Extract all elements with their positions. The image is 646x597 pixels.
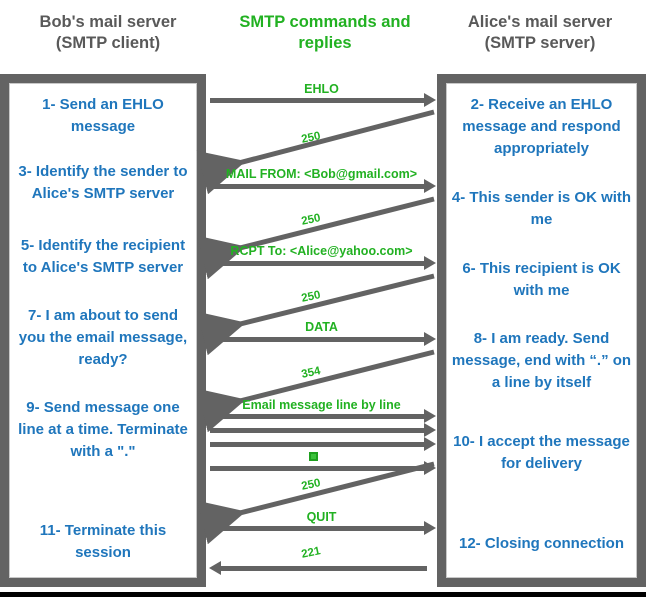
command-arrow-ehlo — [210, 93, 436, 107]
header-middle-line1: SMTP commands and — [239, 13, 411, 31]
server-step-8: 8- I am ready. Send message, end with “.… — [451, 330, 632, 391]
label-email-lines: Email message line by line — [242, 398, 401, 412]
client-steps-panel: 1- Send an EHLO message 3- Identify the … — [0, 74, 206, 587]
label-ehlo: EHLO — [304, 82, 339, 96]
server-steps-panel: 2- Receive an EHLO message and respond a… — [437, 74, 646, 587]
client-step-7: 7- I am about to send you the email mess… — [18, 307, 188, 368]
command-arrow-quit — [210, 521, 436, 535]
label-reply-250-c: 250 — [300, 289, 322, 305]
client-step-1: 1- Send an EHLO message — [42, 96, 164, 135]
server-panel-inner-border — [446, 83, 637, 578]
client-panel-inner-border — [9, 83, 197, 578]
command-arrow-data — [210, 332, 436, 346]
server-step-6: 6- This recipient is OK with me — [462, 260, 621, 299]
label-reply-221: 221 — [300, 545, 322, 561]
label-reply-354: 354 — [300, 365, 322, 381]
server-step-2: 2- Receive an EHLO message and respond a… — [462, 96, 621, 157]
label-reply-250-d: 250 — [300, 477, 322, 493]
label-reply-250-a: 250 — [300, 130, 322, 146]
header-right-line2: (SMTP server) — [484, 34, 596, 52]
command-arrow-email-line-terminator — [210, 461, 436, 475]
header-middle-line2: replies — [298, 34, 352, 52]
message-terminator-dot-marker — [309, 452, 318, 461]
header-right-title: Alice's mail server (SMTP server) — [440, 12, 640, 54]
command-arrow-email-line-3 — [210, 437, 436, 451]
label-quit: QUIT — [306, 510, 337, 524]
header-right-line1: Alice's mail server — [467, 13, 613, 31]
header-middle-title: SMTP commands and replies — [225, 12, 425, 54]
client-step-3: 3- Identify the sender to Alice's SMTP s… — [18, 163, 188, 202]
label-rcpt-to: RCPT To: <Alice@yahoo.com> — [230, 244, 413, 258]
bottom-bar — [0, 592, 646, 597]
command-arrow-email-line-1 — [210, 409, 436, 423]
server-step-10: 10- I accept the message for delivery — [453, 433, 630, 472]
client-step-11: 11- Terminate this session — [39, 522, 167, 561]
message-lane: EHLO 250 MAIL FROM: <Bob@gmail.com> 250 … — [196, 74, 437, 587]
command-arrow-rcpt-to — [210, 256, 436, 270]
label-data: DATA — [305, 320, 338, 334]
command-arrow-email-line-2 — [210, 423, 436, 437]
label-reply-250-b: 250 — [300, 212, 322, 228]
client-step-5: 5- Identify the recipient to Alice's SMT… — [20, 237, 186, 276]
server-step-4: 4- This sender is OK with me — [451, 189, 632, 228]
label-mail-from: MAIL FROM: <Bob@gmail.com> — [225, 167, 418, 181]
header-left-line2: (SMTP client) — [55, 34, 161, 52]
header-left-line1: Bob's mail server — [39, 13, 177, 31]
header-left-title: Bob's mail server (SMTP client) — [8, 12, 208, 54]
server-step-12: 12- Closing connection — [458, 535, 624, 552]
client-step-9: 9- Send message one line at a time. Term… — [18, 399, 188, 460]
reply-arrow-221 — [209, 561, 427, 575]
command-arrow-mail-from — [210, 179, 436, 193]
